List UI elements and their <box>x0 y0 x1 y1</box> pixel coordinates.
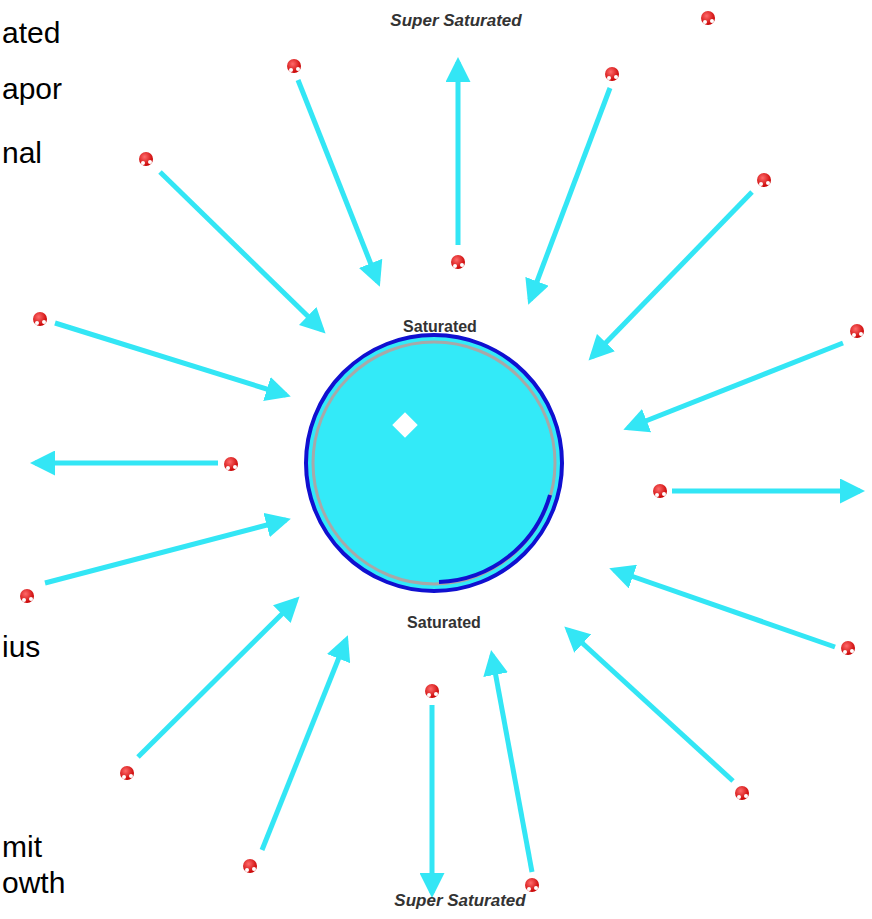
vapor-molecules <box>20 11 864 892</box>
water-molecule <box>735 786 749 800</box>
flux-arrow <box>568 630 733 781</box>
water-droplet <box>306 335 562 591</box>
flux-arrow <box>55 323 286 395</box>
water-molecule <box>425 684 439 698</box>
water-molecule <box>20 589 34 603</box>
region-label: Super Saturated <box>394 892 525 911</box>
cut-text: ated <box>2 16 60 49</box>
cut-text: owth <box>2 866 65 899</box>
water-molecule <box>243 859 257 873</box>
water-molecule <box>850 324 864 338</box>
water-molecule <box>120 766 134 780</box>
vapor-flux-arrows <box>35 62 860 893</box>
water-molecule <box>653 484 667 498</box>
flux-arrow <box>430 705 435 893</box>
flux-arrow <box>138 600 296 757</box>
flux-arrow <box>262 640 346 850</box>
flux-arrow <box>614 570 835 647</box>
water-molecule <box>224 457 238 471</box>
cut-text: ius <box>2 630 40 663</box>
water-molecule <box>701 11 715 25</box>
flux-arrow <box>530 88 610 300</box>
water-molecule <box>33 312 47 326</box>
flux-arrow <box>35 461 218 466</box>
water-molecule <box>451 255 465 269</box>
water-molecule <box>525 878 539 892</box>
cut-text: mit <box>2 830 42 863</box>
flux-arrow <box>492 655 532 872</box>
water-molecule <box>757 173 771 187</box>
water-molecule <box>841 641 855 655</box>
flux-arrow <box>672 489 860 494</box>
region-label: Super Saturated <box>390 12 521 31</box>
flux-arrow <box>628 343 843 428</box>
flux-arrow <box>592 192 752 357</box>
cut-text: nal <box>2 136 42 169</box>
water-molecule <box>287 59 301 73</box>
flux-arrow <box>456 62 461 245</box>
cut-text: apor <box>2 72 62 105</box>
flux-arrow <box>160 172 322 330</box>
flux-arrow <box>298 80 378 282</box>
water-molecule <box>605 67 619 81</box>
surface-label: Saturated <box>407 614 481 632</box>
water-molecule <box>139 152 153 166</box>
flux-arrow <box>45 520 286 583</box>
surface-label: Saturated <box>403 318 477 336</box>
